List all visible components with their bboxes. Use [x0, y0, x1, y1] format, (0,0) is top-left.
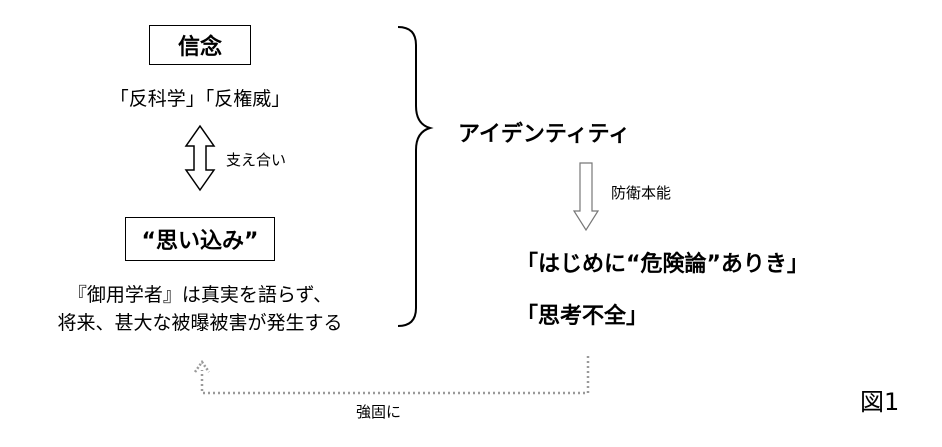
assumption-box: “思い込み” [125, 217, 275, 261]
assumption-line-1: 『御用学者』は真実を語らず、 [67, 284, 333, 306]
identity-label: アイデンティティ [458, 122, 631, 147]
figure-label: 図1 [860, 388, 900, 416]
feedback-arrowhead [193, 359, 211, 373]
defense-label: 防衛本能 [611, 184, 672, 202]
assumption-line-2: 将来、甚大な被曝被害が発生する [57, 312, 343, 334]
mutual-support-arrow [184, 124, 216, 192]
assumption-title: “思い込み” [141, 229, 259, 254]
belief-box: 信念 [149, 25, 251, 65]
feedback-path [200, 356, 590, 395]
belief-title: 信念 [177, 35, 222, 60]
thinking-failure-label: 「思考不全」 [516, 304, 649, 329]
belief-subtitle: 「反科学」「反権威」 [109, 88, 291, 110]
defense-arrow [572, 162, 600, 232]
feedback-label: 強固に [356, 403, 402, 421]
support-label: 支え合い [226, 151, 287, 169]
identity-brace [397, 26, 434, 327]
danger-theory-label: 「はじめに“危険論”ありき」 [516, 252, 809, 277]
